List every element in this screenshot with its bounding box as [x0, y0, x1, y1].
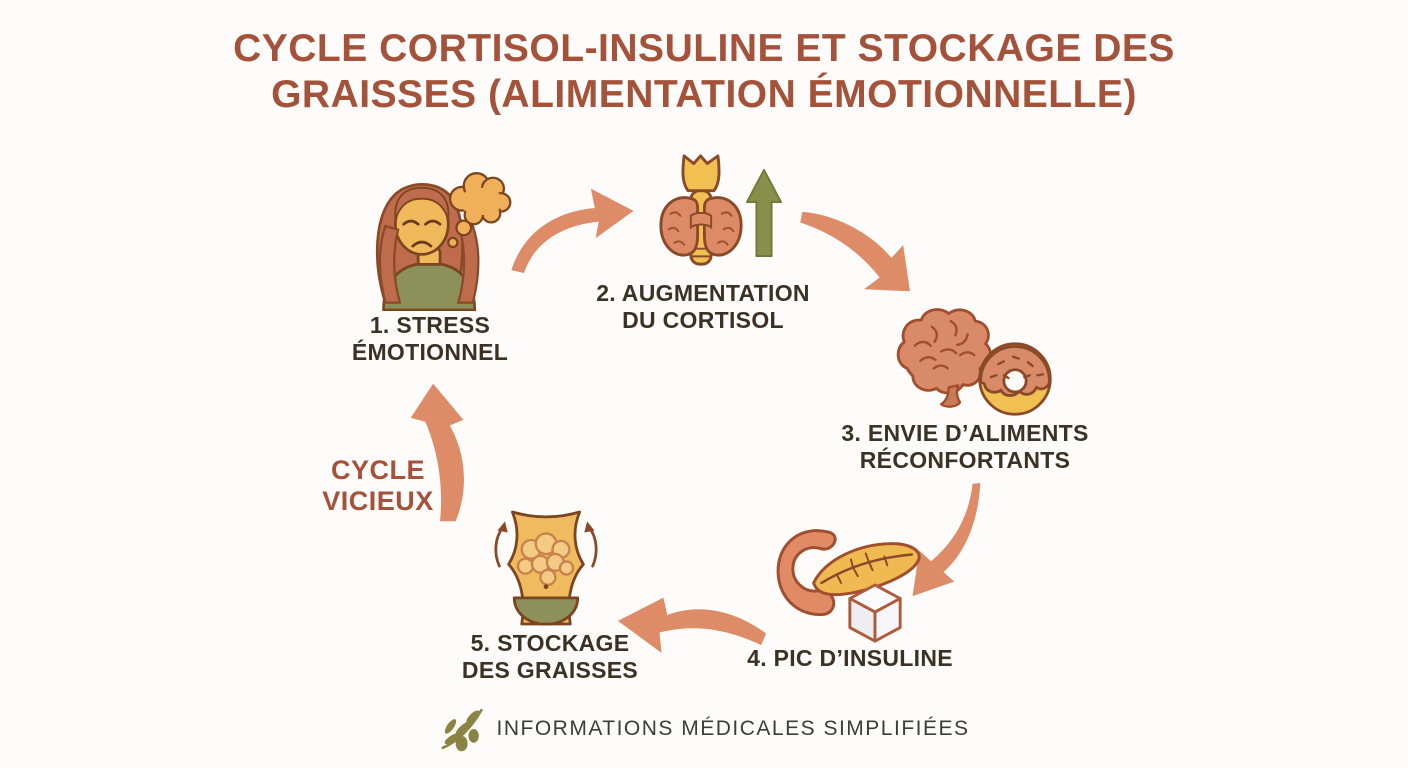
increase-up-arrow-icon	[746, 168, 782, 258]
arrow-step2-to-step3	[800, 211, 911, 292]
step-5-label: 5. STOCKAGE DES GRAISSES	[461, 630, 639, 683]
step-3-label: 3. ENVIE D’ALIMENTS RÉCONFORTANTS	[841, 420, 1089, 473]
footer-text: INFORMATIONS MÉDICALES SIMPLIFIÉES	[496, 717, 970, 740]
donut-icon	[978, 342, 1052, 416]
belly-fat-storage-icon	[494, 510, 598, 626]
arrow-step4-to-step5	[617, 597, 767, 653]
arrow-step5-to-step1	[410, 383, 464, 522]
diagram-title: CYCLE CORTISOL-INSULINE ET STOCKAGE DES …	[233, 27, 1175, 117]
brain-icon	[896, 308, 992, 408]
vicious-cycle-label: CYCLE VICIEUX	[322, 455, 434, 517]
olive-branch-icon	[441, 708, 483, 752]
gland-cortisol-icon	[659, 154, 743, 266]
footer: INFORMATIONS MÉDICALES SIMPLIFIÉES	[438, 704, 969, 754]
arrow-step1-to-step2	[511, 188, 634, 273]
step-2-label: 2. AUGMENTATION DU CORTISOL	[596, 280, 810, 333]
arrow-step3-to-step4	[912, 482, 981, 597]
step-4-label: 4. PIC D’INSULINE	[747, 645, 953, 671]
step-1-label: 1. STRESS ÉMOTIONNEL	[351, 312, 509, 365]
pancreas-icon	[776, 529, 921, 616]
sugar-cube-icon	[848, 583, 902, 643]
stressed-woman-thought-bubble-icon	[375, 172, 512, 311]
